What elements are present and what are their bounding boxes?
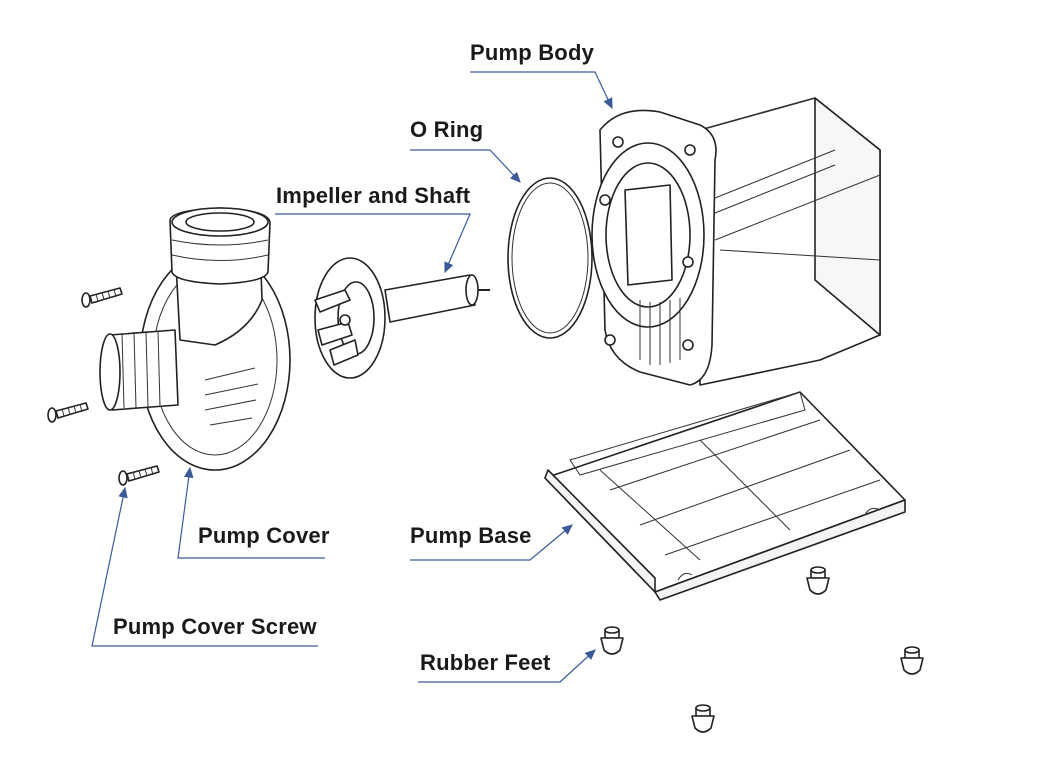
pump-cover-screw-leader [91, 486, 318, 647]
impeller-and-shaft-part [314, 257, 490, 379]
label-rubber-feet: Rubber Feet [420, 650, 551, 675]
pump-base-leader [410, 524, 573, 561]
o-ring-leader [410, 149, 521, 183]
pump-body-leader [470, 71, 613, 110]
pump-cover-part [99, 207, 291, 471]
label-pump-body: Pump Body [470, 40, 595, 65]
label-impeller-shaft: Impeller and Shaft [276, 183, 471, 208]
leader-lines [91, 71, 613, 683]
label-pump-cover-screw: Pump Cover Screw [113, 614, 317, 639]
pump-cover-screws [47, 287, 160, 486]
rubber-feet-parts [600, 566, 924, 733]
label-o-ring: O Ring [410, 117, 484, 142]
pump-body-part [591, 97, 881, 386]
o-ring-part [507, 177, 593, 339]
impeller-leader [275, 213, 471, 274]
label-pump-cover: Pump Cover [198, 523, 330, 548]
pump-cover-leader [177, 466, 325, 559]
rubber-feet-leader [418, 649, 596, 683]
pump-base-part [544, 391, 906, 601]
label-pump-base: Pump Base [410, 523, 532, 548]
